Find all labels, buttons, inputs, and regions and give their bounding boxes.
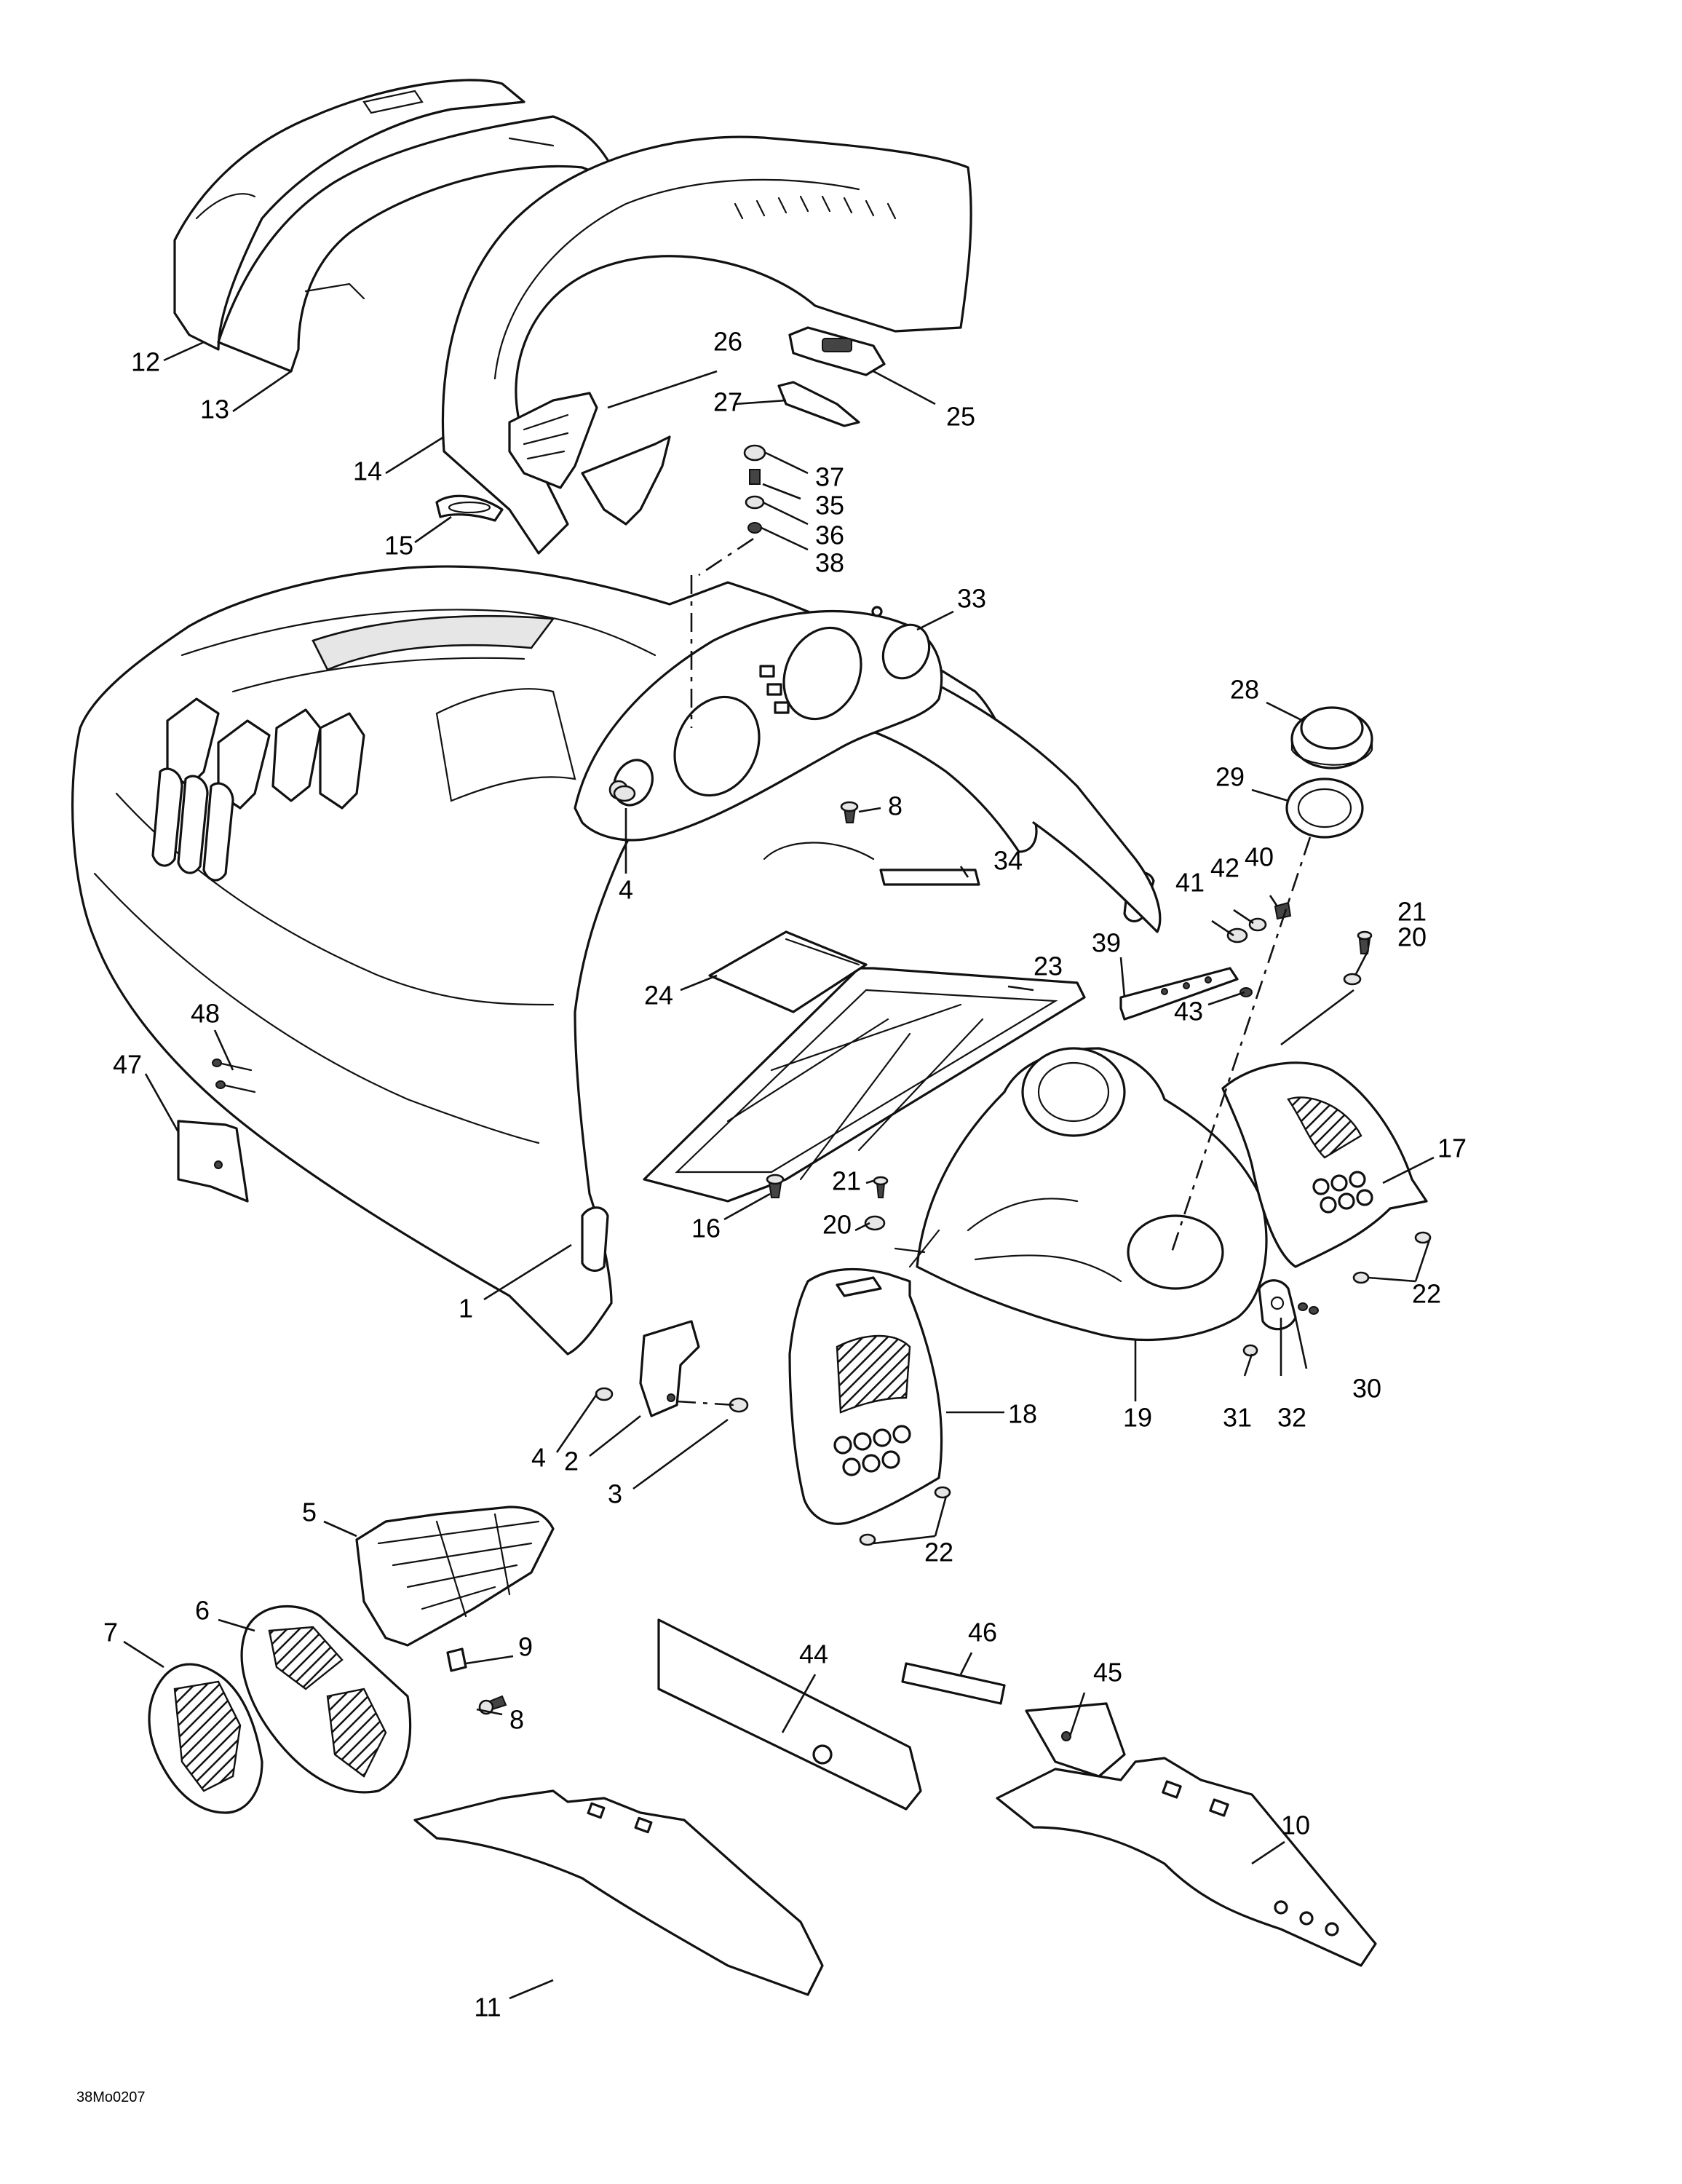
part-5-vent-housing [355,1506,555,1647]
part-29-ring [1285,778,1364,839]
callout-40: 40 [1245,842,1274,872]
callout-27: 27 [713,387,742,417]
leader-lines [123,341,1435,2000]
part-15-handle [435,494,504,522]
callout-35: 35 [815,491,844,521]
callout-9: 9 [518,1632,533,1662]
part-48-pins [212,1059,256,1093]
part-43-screw [1239,987,1253,997]
part-47-plate [177,1120,249,1203]
part-27-trim-strip [777,381,860,427]
part-fastener-stack [743,444,766,534]
callout-36: 36 [815,521,844,550]
callout-16: 16 [691,1214,721,1243]
part-26-bracket [508,392,598,489]
part-2-bracket [639,1320,700,1417]
part-18-side-panel-left [788,1267,943,1525]
part-39-bracket [1119,967,1239,1021]
part-4-washer-upper [613,785,636,802]
callout-22-left: 22 [924,1538,953,1567]
callout-20-upper: 20 [1397,922,1427,952]
callout-39: 39 [1092,928,1121,958]
part-25-handle-assembly [788,326,886,376]
callout-24: 24 [644,981,673,1010]
part-22-clips-right [1352,1231,1432,1284]
callout-26: 26 [713,327,742,357]
callout-30: 30 [1352,1374,1381,1404]
callout-43: 43 [1174,997,1203,1026]
callout-6: 6 [195,1596,210,1626]
part-20-21-mid-fasteners [864,1176,889,1231]
callout-15: 15 [384,531,413,561]
part-8-screw-upper [840,801,859,823]
callouts: 1 2 3 4 4 5 6 7 8 8 9 10 11 12 13 14 15 … [103,327,1467,2022]
part-34-foam-strip [879,869,980,886]
callout-44: 44 [799,1639,828,1669]
part-1-hood [71,565,1162,1356]
part-17-side-panel-right [1221,1061,1428,1268]
part-7-grill-inner [148,1663,263,1814]
callout-17: 17 [1437,1133,1467,1163]
part-4-washer-lower [595,1387,614,1401]
part-14-upper-console [441,135,972,555]
part-20-21-upper-fasteners [1343,930,1373,986]
callout-4-lower: 4 [531,1443,546,1473]
callout-20-mid: 20 [822,1210,852,1240]
part-46-strip [901,1662,1006,1705]
callout-1: 1 [459,1294,473,1324]
callout-2: 2 [564,1447,579,1476]
callout-29: 29 [1215,762,1245,792]
callout-46: 46 [968,1618,997,1647]
part-9-clip [446,1647,467,1672]
callout-38: 38 [815,548,844,578]
callout-8-upper: 8 [888,791,903,821]
callout-14: 14 [353,456,382,486]
callout-8-lower: 8 [509,1705,524,1735]
callout-33: 33 [957,584,986,614]
callout-45: 45 [1093,1658,1122,1688]
callout-37: 37 [815,462,844,492]
part-10-insulation-right [996,1757,1377,1967]
callout-31: 31 [1223,1403,1252,1433]
part-28-grommet [1290,706,1373,769]
part-45-plate [1025,1702,1126,1778]
part-hardware-40-41-42 [1226,901,1292,943]
callout-22-right: 22 [1412,1279,1441,1309]
callout-28: 28 [1230,675,1259,705]
part-22-clips-left [859,1486,951,1546]
callout-4-upper: 4 [619,875,633,905]
part-24-pad [708,930,868,1013]
part-13-windshield [217,115,620,373]
callout-21-upper: 21 [1397,897,1427,927]
part-44-insulation [657,1618,922,1811]
callout-11: 11 [474,1993,501,2022]
callout-25: 25 [946,402,975,432]
part-11-insulation-left [413,1789,824,1996]
callout-32: 32 [1277,1403,1306,1433]
callout-18: 18 [1008,1399,1037,1429]
callout-34: 34 [993,846,1023,876]
callout-41: 41 [1175,868,1205,898]
part-19-airbox [894,1047,1268,1341]
callout-3: 3 [608,1479,622,1509]
callout-47: 47 [113,1050,142,1080]
callout-48: 48 [191,999,220,1029]
callout-12: 12 [131,347,160,377]
part-cover-panel [581,435,671,526]
callout-21-mid: 21 [832,1166,861,1196]
callout-42: 42 [1210,853,1239,883]
callout-7: 7 [103,1618,118,1647]
part-12-windshield-trim [173,79,525,351]
document-code: 38Mo0207 [76,2089,146,2105]
callout-5: 5 [302,1497,317,1527]
part-6-grill [240,1605,412,1794]
callout-10: 10 [1281,1811,1310,1840]
part-16-screw [766,1174,785,1198]
callout-23: 23 [1034,951,1063,981]
callout-19: 19 [1123,1403,1152,1433]
callout-13: 13 [200,395,229,424]
